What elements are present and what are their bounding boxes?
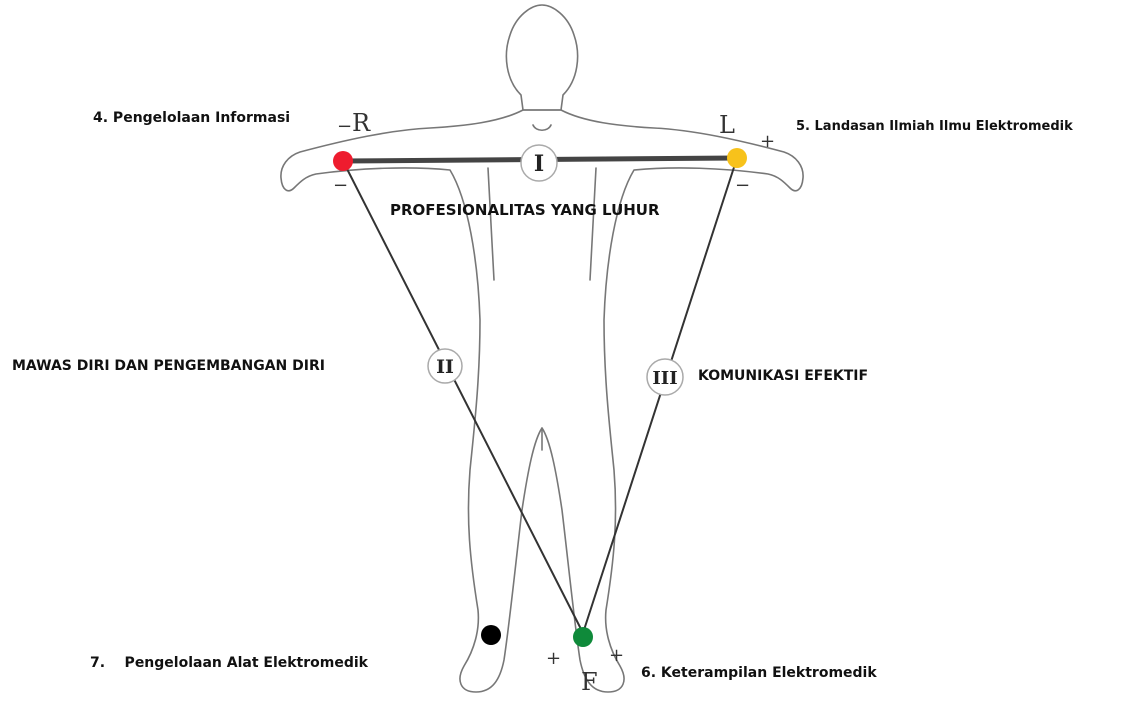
lead-II-marker: II [428, 349, 462, 383]
right-foot-electrode [481, 625, 501, 645]
lead-lines [343, 158, 737, 633]
label-mawas-diri: MAWAS DIRI DAN PENGEMBANGAN DIRI [12, 359, 325, 373]
left-arm-electrode [727, 148, 747, 168]
lead-I-marker: I [521, 145, 557, 181]
right-arm-electrode [333, 151, 353, 171]
right-arm-minus-top: − [337, 116, 352, 137]
lead-II-line [343, 161, 583, 633]
left-arm-minus-bottom: − [735, 175, 750, 196]
right-arm-letter: R [352, 109, 371, 137]
left-foot-plus-right: + [609, 645, 624, 666]
lead-III-line [583, 158, 737, 633]
label-profesionalitas: PROFESIONALITAS YANG LUHUR [390, 203, 660, 218]
left-foot-plus-left: + [546, 648, 561, 669]
lead-I-label: I [534, 151, 544, 177]
label-pengelolaan-alat: 7. Pengelolaan Alat Elektromedik [90, 656, 368, 670]
left-arm-letter: L [719, 111, 735, 139]
right-arm-minus-bottom: − [333, 175, 348, 196]
label-landasan-ilmiah: 5. Landasan Ilmiah Ilmu Elektromedik [796, 120, 1073, 133]
left-foot-electrode [573, 627, 593, 647]
label-keterampilan: 6. Keterampilan Elektromedik [641, 666, 877, 680]
lead-II-label: II [436, 356, 454, 378]
lead-III-marker: III [647, 359, 683, 395]
lead-III-label: III [652, 368, 677, 389]
left-arm-plus: + [760, 131, 775, 152]
label-pengelolaan-informasi: 4. Pengelolaan Informasi [93, 111, 290, 125]
left-foot-letter: F [581, 668, 598, 696]
label-komunikasi-efektif: KOMUNIKASI EFEKTIF [698, 369, 868, 383]
